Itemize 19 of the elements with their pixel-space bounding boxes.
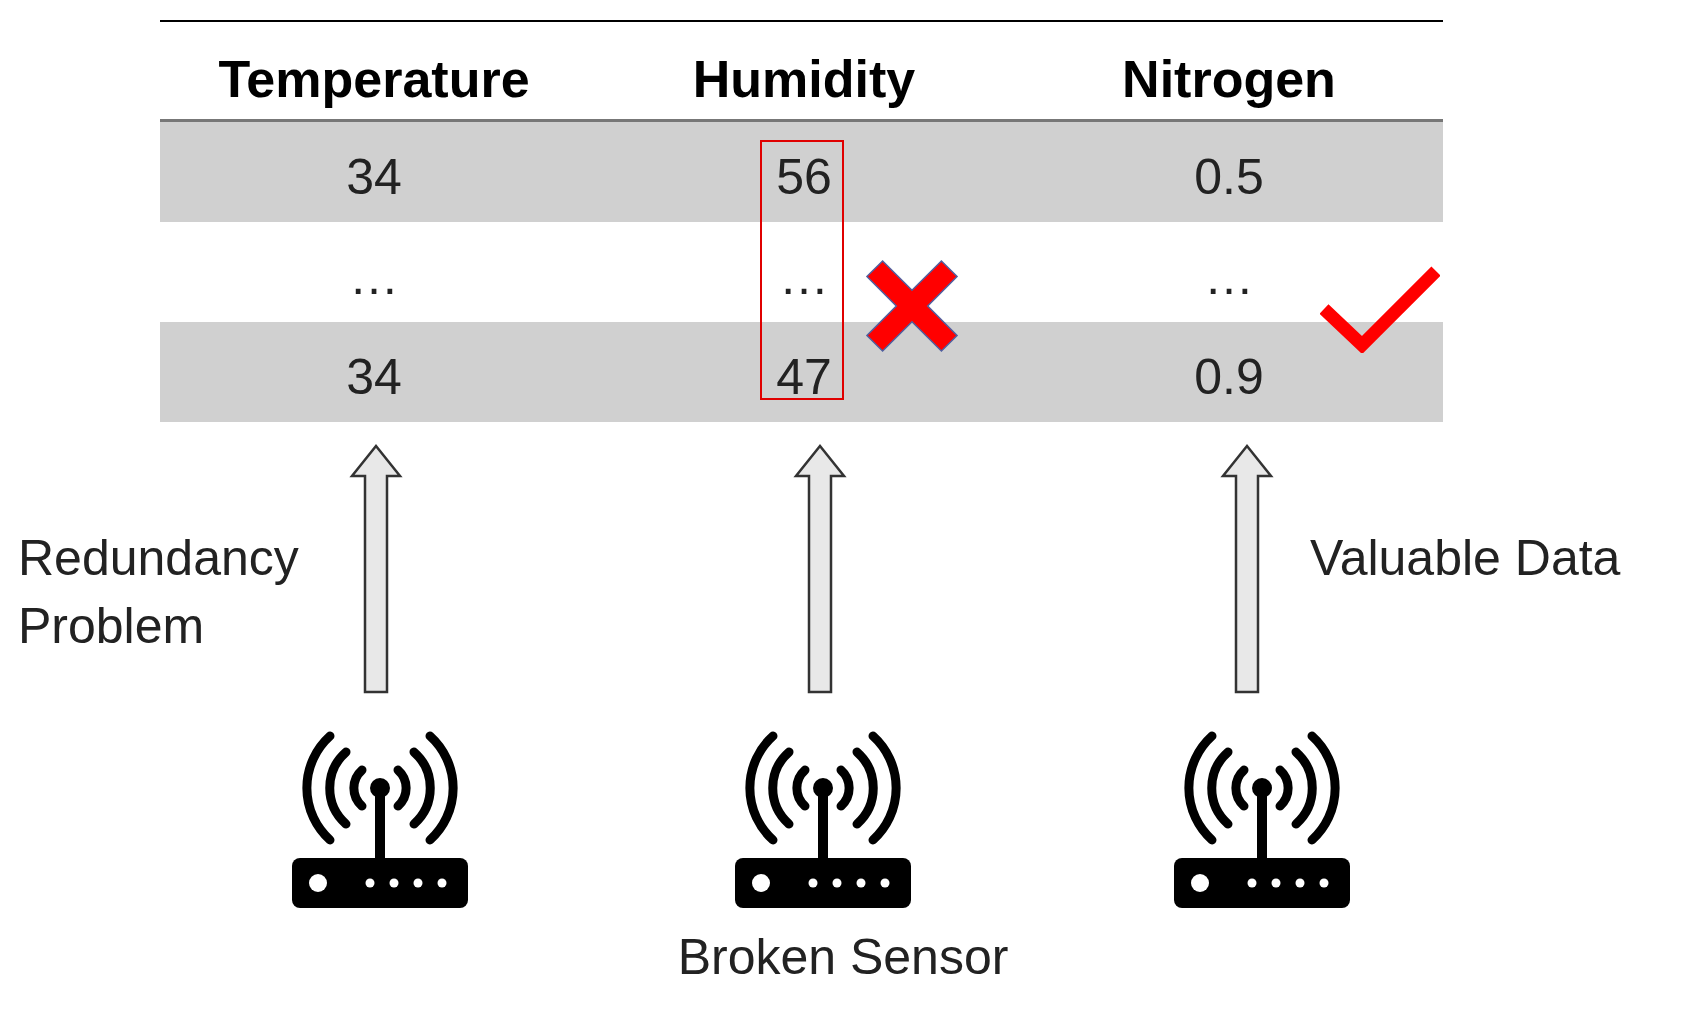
table-value: 56 [776, 148, 832, 207]
table-value: 0.5 [1194, 148, 1264, 207]
table-value: … [349, 248, 399, 307]
table-value: 34 [346, 348, 402, 407]
edge-label: Redundancy Problem [18, 529, 300, 656]
table-value: 0.9 [1194, 348, 1264, 407]
table-value: … [1204, 248, 1254, 307]
block-arrow [793, 444, 847, 694]
column-header: Humidity [692, 49, 916, 110]
data-table [160, 20, 1443, 422]
column-header: Nitrogen [1122, 49, 1336, 110]
column-header: Temperature [218, 49, 530, 110]
table-value: 34 [346, 148, 402, 207]
block-arrow [349, 444, 403, 694]
block-arrow [1220, 444, 1274, 694]
sensor-caption: Broken Sensor [677, 928, 1009, 987]
table-value: … [779, 248, 829, 307]
table-value: 47 [776, 348, 832, 407]
edge-label: Valuable Data [1310, 529, 1622, 588]
